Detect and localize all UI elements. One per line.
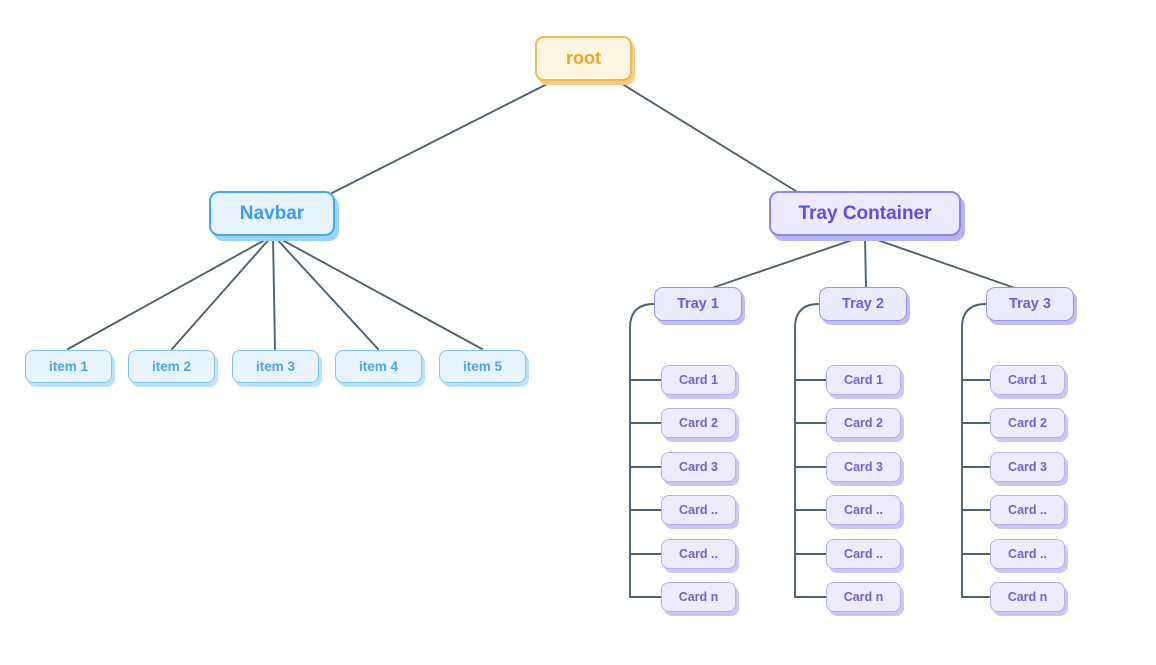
edge-navbar-item-3 <box>272 235 276 350</box>
node-tray-2-card-4[interactable]: Card .. <box>826 495 901 525</box>
node-tray-1-card-4-label: Card .. <box>679 503 718 517</box>
node-tray-3-card-3-label: Card 3 <box>1008 460 1047 474</box>
node-item-4[interactable]: item 4 <box>335 350 422 383</box>
node-navbar[interactable]: Navbar <box>209 191 335 236</box>
node-tray-1-card-1[interactable]: Card 1 <box>661 365 736 395</box>
node-item-3[interactable]: item 3 <box>232 350 319 383</box>
node-tray-1-card-5[interactable]: Card .. <box>661 539 736 569</box>
edge-navbar-item-2 <box>171 235 273 350</box>
node-tray-3-card-2-label: Card 2 <box>1008 416 1047 430</box>
node-tray-3-card-2[interactable]: Card 2 <box>990 408 1065 438</box>
node-tray-3-card-4-label: Card .. <box>1008 503 1047 517</box>
node-tray-2[interactable]: Tray 2 <box>819 287 907 321</box>
node-tray-3-label: Tray 3 <box>1009 296 1051 312</box>
node-tray-3[interactable]: Tray 3 <box>986 287 1074 321</box>
node-item-2-label: item 2 <box>151 359 192 374</box>
node-tray-3-card-6-label: Card n <box>1007 590 1048 604</box>
node-root-label: root <box>566 48 601 68</box>
node-item-4-label: item 4 <box>358 359 399 374</box>
node-tray-3-card-1-label: Card 1 <box>1008 373 1047 387</box>
node-tray-2-card-1-label: Card 1 <box>844 373 883 387</box>
edge-traycontainer-tray-3 <box>865 235 1016 289</box>
node-tray-3-card-5[interactable]: Card .. <box>990 539 1065 569</box>
node-tray-2-card-5-label: Card .. <box>844 547 883 561</box>
node-tray-3-card-3[interactable]: Card 3 <box>990 452 1065 482</box>
spine-tray-1 <box>629 303 655 598</box>
node-tray-1-card-1-label: Card 1 <box>679 373 718 387</box>
spine-tray-2 <box>794 303 820 598</box>
spine-tray-3 <box>961 303 987 598</box>
node-tray-1-card-4[interactable]: Card .. <box>661 495 736 525</box>
node-tray-2-card-2-label: Card 2 <box>844 416 883 430</box>
node-item-5[interactable]: item 5 <box>439 350 526 383</box>
node-tray-2-card-2[interactable]: Card 2 <box>826 408 901 438</box>
edge-navbar-item-1 <box>67 235 273 350</box>
edge-root-navbar <box>331 81 552 194</box>
node-tray-2-card-1[interactable]: Card 1 <box>826 365 901 395</box>
node-tray-2-card-5[interactable]: Card .. <box>826 539 901 569</box>
node-tray-1-card-2-label: Card 2 <box>679 416 718 430</box>
node-tray-2-card-4-label: Card .. <box>844 503 883 517</box>
node-tray-3-card-1[interactable]: Card 1 <box>990 365 1065 395</box>
node-tray-1-card-6[interactable]: Card n <box>661 582 736 612</box>
node-tray-container-label: Tray Container <box>798 202 932 224</box>
node-item-1[interactable]: item 1 <box>25 350 112 383</box>
edge-traycontainer-tray-2 <box>864 235 867 289</box>
node-tray-1-card-6-label: Card n <box>678 590 719 604</box>
edge-root-traycontainer <box>618 81 800 194</box>
node-root[interactable]: root <box>535 36 632 81</box>
node-tray-1-card-2[interactable]: Card 2 <box>661 408 736 438</box>
node-navbar-label: Navbar <box>239 202 305 224</box>
edge-navbar-item-4 <box>273 235 379 350</box>
node-tray-2-label: Tray 2 <box>842 296 884 312</box>
node-tray-1-label: Tray 1 <box>677 296 719 312</box>
node-item-5-label: item 5 <box>462 359 503 374</box>
node-tray-3-card-5-label: Card .. <box>1008 547 1047 561</box>
node-item-2[interactable]: item 2 <box>128 350 215 383</box>
node-item-3-label: item 3 <box>255 359 296 374</box>
node-tray-1-card-5-label: Card .. <box>679 547 718 561</box>
node-tray-3-card-6[interactable]: Card n <box>990 582 1065 612</box>
edge-traycontainer-tray-1 <box>711 235 865 289</box>
node-item-1-label: item 1 <box>48 359 89 374</box>
node-tray-1-card-3-label: Card 3 <box>679 460 718 474</box>
node-tray-2-card-6[interactable]: Card n <box>826 582 901 612</box>
node-tray-2-card-3-label: Card 3 <box>844 460 883 474</box>
edge-navbar-item-5 <box>274 235 483 350</box>
node-tray-2-card-6-label: Card n <box>843 590 884 604</box>
node-tray-3-card-4[interactable]: Card .. <box>990 495 1065 525</box>
node-tray-1-card-3[interactable]: Card 3 <box>661 452 736 482</box>
node-tray-1[interactable]: Tray 1 <box>654 287 742 321</box>
node-tray-container[interactable]: Tray Container <box>769 191 961 236</box>
node-tray-2-card-3[interactable]: Card 3 <box>826 452 901 482</box>
